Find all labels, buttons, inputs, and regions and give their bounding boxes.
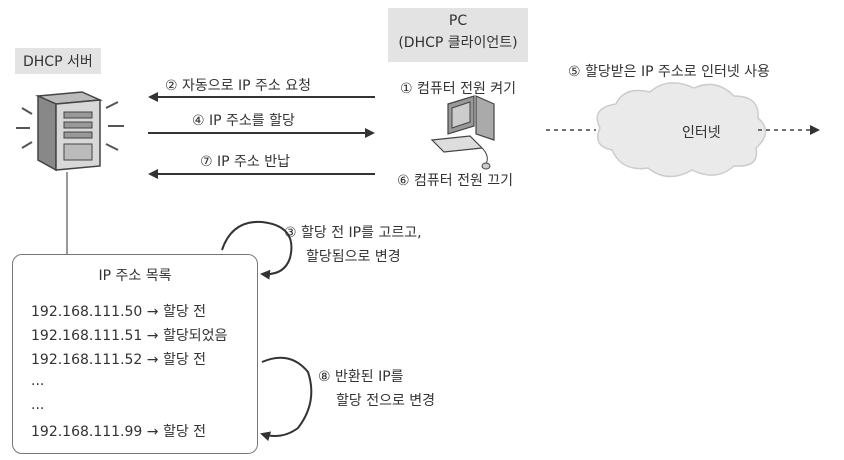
pc-title: PC — [448, 13, 468, 29]
step-1-label: ① 컴퓨터 전원 켜기 — [400, 81, 517, 97]
internet-cloud — [596, 82, 767, 178]
step-4-label: ④ IP 주소를 할당 — [192, 113, 295, 129]
ip-list-title: IP 주소 목록 — [98, 268, 172, 284]
step-6-label: ⑥ 컴퓨터 전원 끄기 — [397, 173, 514, 189]
ip-list-entry: 192.168.111.51 → 할당되었음 — [31, 328, 228, 344]
step-3-line1: ③ 할당 전 IP를 고르고, — [284, 225, 422, 241]
step-3-line2: 할당됨으로 변경 — [306, 249, 401, 265]
internet-label: 인터넷 — [682, 125, 721, 141]
ip-address-list: IP 주소 목록 192.168.111.50 → 할당 전 192.168.1… — [12, 254, 258, 454]
step-5-label: ⑤ 할당받은 IP 주소로 인터넷 사용 — [568, 64, 770, 80]
ip-list-ellipsis: ... — [31, 397, 45, 413]
curved-arrow-assign — [221, 220, 293, 280]
step-8-line1: ⑧ 반환된 IP를 — [318, 369, 404, 385]
step-7-label: ⑦ IP 주소 반납 — [200, 154, 290, 170]
server-label: DHCP 서버 — [15, 48, 101, 74]
server-icon — [16, 91, 124, 172]
ip-list-entry: 192.168.111.50 → 할당 전 — [31, 304, 207, 320]
pc-subtitle: (DHCP 클라이언트) — [398, 35, 518, 51]
ip-list-ellipsis: ... — [31, 373, 45, 389]
ip-list-entry: 192.168.111.52 → 할당 전 — [31, 352, 207, 368]
pc-label: PC (DHCP 클라이언트) — [388, 8, 528, 62]
step-8-line2: 할당 전으로 변경 — [336, 393, 436, 409]
ip-list-entry: 192.168.111.99 → 할당 전 — [31, 424, 207, 440]
curved-arrow-return — [260, 356, 313, 442]
step-2-label: ② 자동으로 IP 주소 요청 — [165, 78, 311, 94]
pc-icon — [430, 95, 495, 170]
